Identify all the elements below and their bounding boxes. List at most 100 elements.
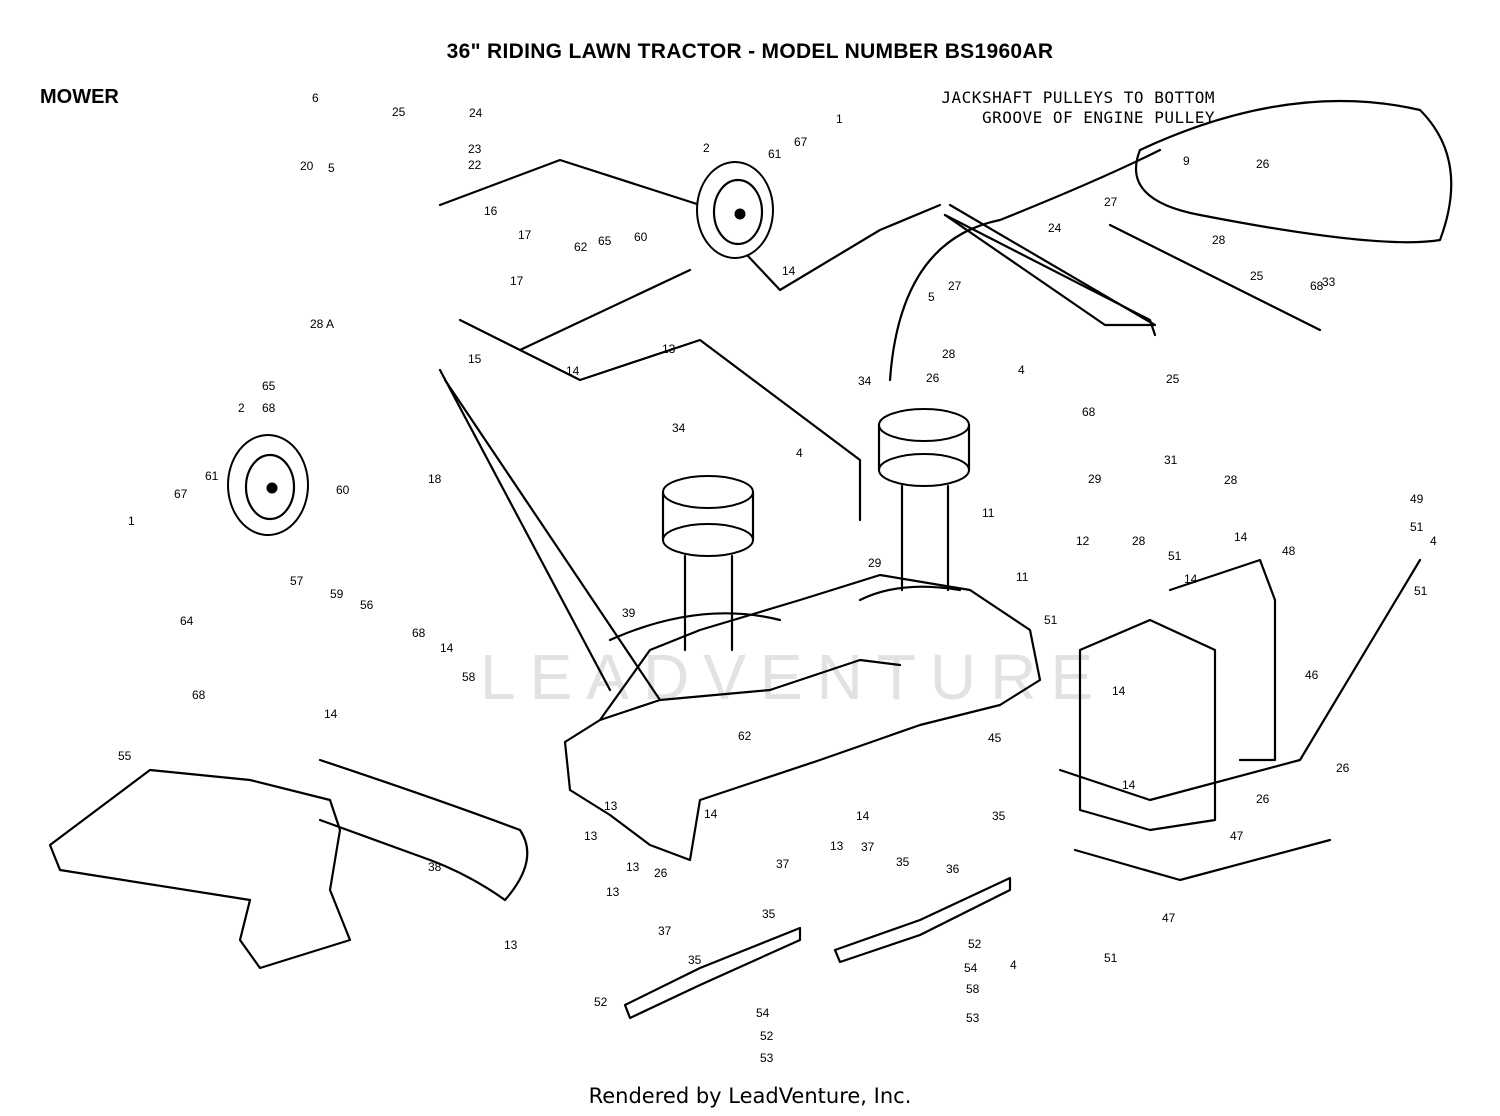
part-label: 13	[606, 885, 620, 899]
part-label: 14	[1122, 778, 1136, 792]
part-label: 29	[1088, 472, 1102, 486]
part-label: 53	[966, 1011, 980, 1025]
part-label: 58	[966, 982, 980, 996]
part-label: 47	[1162, 911, 1176, 925]
part-label: 14	[324, 707, 338, 721]
part-label: 65	[262, 379, 276, 393]
rear-brackets	[1058, 558, 1422, 882]
part-label: 54	[964, 961, 978, 975]
part-label: 14	[1234, 530, 1248, 544]
part-label: 4	[1430, 534, 1437, 548]
part-label: 45	[988, 731, 1002, 745]
part-label: 13	[626, 860, 640, 874]
part-label: 24	[1048, 221, 1062, 235]
belt-routing-note: JACKSHAFT PULLEYS TO BOTTOM GROOVE OF EN…	[870, 88, 1215, 128]
part-label: 13	[662, 342, 676, 356]
mower-deck	[563, 573, 1042, 862]
part-labels: 6 5 20 25 24 23 22 16 17 17 28 A 15 18 2…	[118, 91, 1437, 1065]
part-label: 53	[760, 1051, 774, 1065]
part-label: 28	[1224, 473, 1238, 487]
part-label: 47	[1230, 829, 1244, 843]
part-label: 27	[948, 279, 962, 293]
part-label: 54	[756, 1006, 770, 1020]
part-label: 28 A	[310, 317, 334, 331]
part-label: 61	[205, 469, 219, 483]
part-label: 35	[896, 855, 910, 869]
part-label: 14	[1112, 684, 1126, 698]
drive-belt	[888, 99, 1453, 382]
part-label: 52	[594, 995, 608, 1009]
part-label: 28	[942, 347, 956, 361]
part-label: 28	[1132, 534, 1146, 548]
pulley-right	[877, 408, 971, 592]
part-label: 49	[1410, 492, 1424, 506]
belt-guard	[318, 758, 529, 902]
part-label: 5	[328, 161, 335, 175]
part-label: 1	[836, 112, 843, 126]
part-label: 9	[1183, 154, 1190, 168]
part-label: 4	[1018, 363, 1025, 377]
part-label: 67	[794, 135, 808, 149]
part-label: 2	[238, 401, 245, 415]
part-label: 15	[468, 352, 482, 366]
part-label: 29	[868, 556, 882, 570]
part-label: 27	[1104, 195, 1118, 209]
section-label: MOWER	[40, 86, 119, 108]
part-label: 35	[688, 953, 702, 967]
diagram-title: 36" RIDING LAWN TRACTOR - MODEL NUMBER B…	[446, 40, 1054, 63]
part-label: 33	[1322, 275, 1336, 289]
part-label: 60	[336, 483, 350, 497]
part-label: 38	[428, 860, 442, 874]
part-label: 62	[738, 729, 752, 743]
part-label: 4	[1010, 958, 1017, 972]
part-label: 52	[760, 1029, 774, 1043]
part-label: 67	[174, 487, 188, 501]
part-label: 35	[762, 907, 776, 921]
frame-plate	[438, 158, 1157, 522]
part-label: 28	[1212, 233, 1226, 247]
lift-rods	[438, 268, 692, 702]
part-label: 46	[1305, 668, 1319, 682]
part-label: 1	[128, 514, 135, 528]
part-label: 68	[412, 626, 426, 640]
part-label: 57	[290, 574, 304, 588]
part-label: 51	[1044, 613, 1058, 627]
discharge-chute	[48, 768, 352, 970]
part-label: 12	[1076, 534, 1090, 548]
part-label: 26	[1336, 761, 1350, 775]
part-label: 56	[360, 598, 374, 612]
part-label: 37	[776, 857, 790, 871]
part-label: 25	[1166, 372, 1180, 386]
part-label: 16	[484, 204, 498, 218]
part-label: 65	[598, 234, 612, 248]
part-label: 39	[622, 606, 636, 620]
part-label: 62	[574, 240, 588, 254]
part-label: 25	[1250, 269, 1264, 283]
part-label: 5	[928, 290, 935, 304]
blades	[623, 876, 1012, 1020]
part-label: 68	[1310, 279, 1324, 293]
part-label: 51	[1168, 549, 1182, 563]
part-label: 34	[858, 374, 872, 388]
part-label: 59	[330, 587, 344, 601]
part-label: 14	[566, 364, 580, 378]
part-label: 68	[262, 401, 276, 415]
jackshaft-bar	[943, 203, 1322, 332]
watermark: LEADVENTURE	[480, 641, 1107, 713]
part-label: 51	[1414, 584, 1428, 598]
part-label: 14	[782, 264, 796, 278]
part-label: 13	[604, 799, 618, 813]
part-label: 37	[658, 924, 672, 938]
part-label: 26	[1256, 157, 1270, 171]
part-label: 68	[1082, 405, 1096, 419]
front-wheel-upper	[696, 161, 774, 259]
part-label: 22	[468, 158, 482, 172]
part-label: 11	[1016, 570, 1029, 584]
part-label: 6	[312, 91, 319, 105]
part-label: 18	[428, 472, 442, 486]
part-label: 36	[946, 862, 960, 876]
part-label: 14	[1184, 572, 1198, 586]
part-label: 68	[192, 688, 206, 702]
part-label: 52	[968, 937, 982, 951]
